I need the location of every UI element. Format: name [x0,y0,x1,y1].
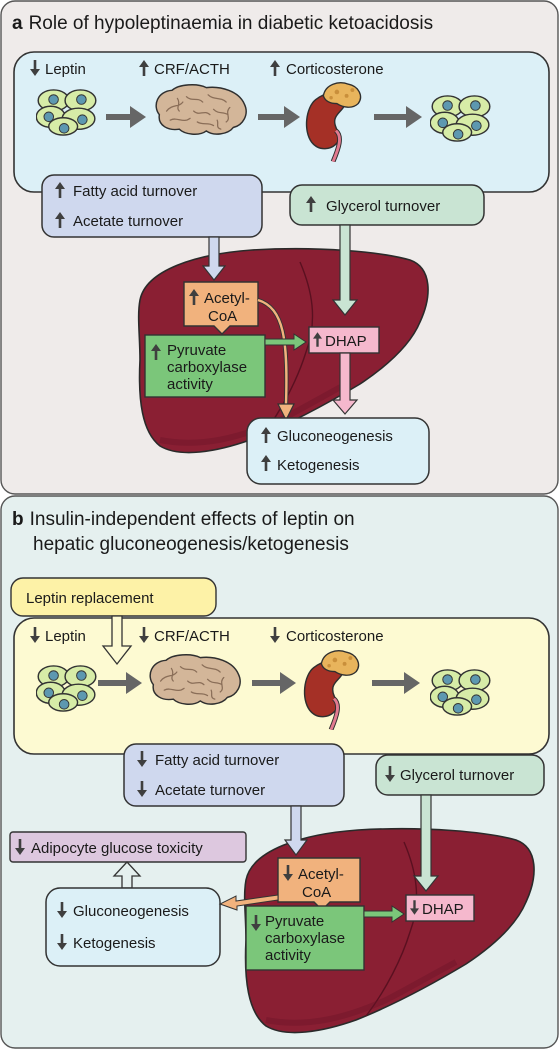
label-corticosterone: Corticosterone [286,628,384,645]
label-carboxylase: carboxylase [265,930,345,947]
label-dhap: DHAP [422,901,464,918]
flow-arrow [201,236,227,281]
flow-arrow [106,106,146,128]
panel-a-top-box [13,51,550,193]
gluconeogenesis-box [246,417,430,485]
fatty-acid-box [123,743,345,807]
pyruvate-box [144,334,266,398]
liver-lobe-line [365,841,418,1017]
label-activity: activity [167,376,213,393]
label-crf-acth: CRF/ACTH [154,628,230,645]
brain-icon [155,84,247,135]
glycerol-box [375,754,545,796]
label-glycerol-turnover: Glycerol turnover [400,767,514,784]
label-carboxylase: carboxylase [167,359,247,376]
adipocyte-glucose-toxicity-box [9,831,247,863]
glycerol-box [289,184,485,226]
label-gluconeogenesis: Gluconeogenesis [277,428,393,445]
label-acetyl: Acetyl- [204,290,250,307]
label-leptin: Leptin [45,628,86,645]
fatty-acid-box [41,174,263,238]
label-fatty-acid-turnover: Fatty acid turnover [73,183,197,200]
label-dhap: DHAP [325,333,367,350]
acetyl-to-gluconeo-arrow-fill [257,298,288,405]
liver-shading [265,959,458,1026]
label-activity: activity [265,947,311,964]
label-pyruvate: Pyruvate [167,342,226,359]
label-acetyl: Acetyl- [298,866,344,883]
flow-arrow [283,805,309,857]
pyruvate-to-dhap-arrow [264,333,307,351]
label-adipocyte-glucose-toxicity: Adipocyte glucose toxicity [31,840,203,857]
flow-arrow [331,224,359,316]
flow-arrow [258,106,300,128]
label-glycerol-turnover: Glycerol turnover [326,198,440,215]
dhap-box [405,894,475,922]
dhap-box [308,326,380,354]
label-acetate-turnover: Acetate turnover [73,213,183,230]
label-gluconeogenesis: Gluconeogenesis [73,903,189,920]
pyruvate-to-dhap-arrow [363,905,405,923]
label-leptin: Leptin [45,61,86,78]
label-leptin-replacement: Leptin replacement [26,590,154,607]
label-ketogenesis: Ketogenesis [277,457,360,474]
label-coa: CoA [208,308,237,325]
label-coa: CoA [302,884,331,901]
arrowhead [277,403,295,422]
acetyl-coa-box [183,281,259,335]
leptin-replacement-arrow [101,615,133,666]
flow-arrow [412,794,440,892]
pyruvate-box [245,905,365,971]
label-fatty-acid-turnover: Fatty acid turnover [155,752,279,769]
brain-icon [149,654,241,705]
flow-arrow [331,352,359,415]
label-pyruvate: Pyruvate [265,913,324,930]
label-ketogenesis: Ketogenesis [73,935,156,952]
acetyl-to-gluconeo-arrow [218,894,279,911]
liver-lobe-line [261,261,314,437]
panel-b-title-line2: hepatic gluconeogenesis/ketogenesis [33,534,349,555]
flow-arrow [374,106,422,128]
flow-arrow [252,672,296,694]
flow-arrow [98,672,142,694]
label-corticosterone: Corticosterone [286,61,384,78]
gluconeogenesis-box [45,887,221,967]
flow-arrow [372,672,420,694]
label-acetate-turnover: Acetate turnover [155,782,265,799]
label-crf-acth: CRF/ACTH [154,61,230,78]
flow-arrow [112,861,142,889]
